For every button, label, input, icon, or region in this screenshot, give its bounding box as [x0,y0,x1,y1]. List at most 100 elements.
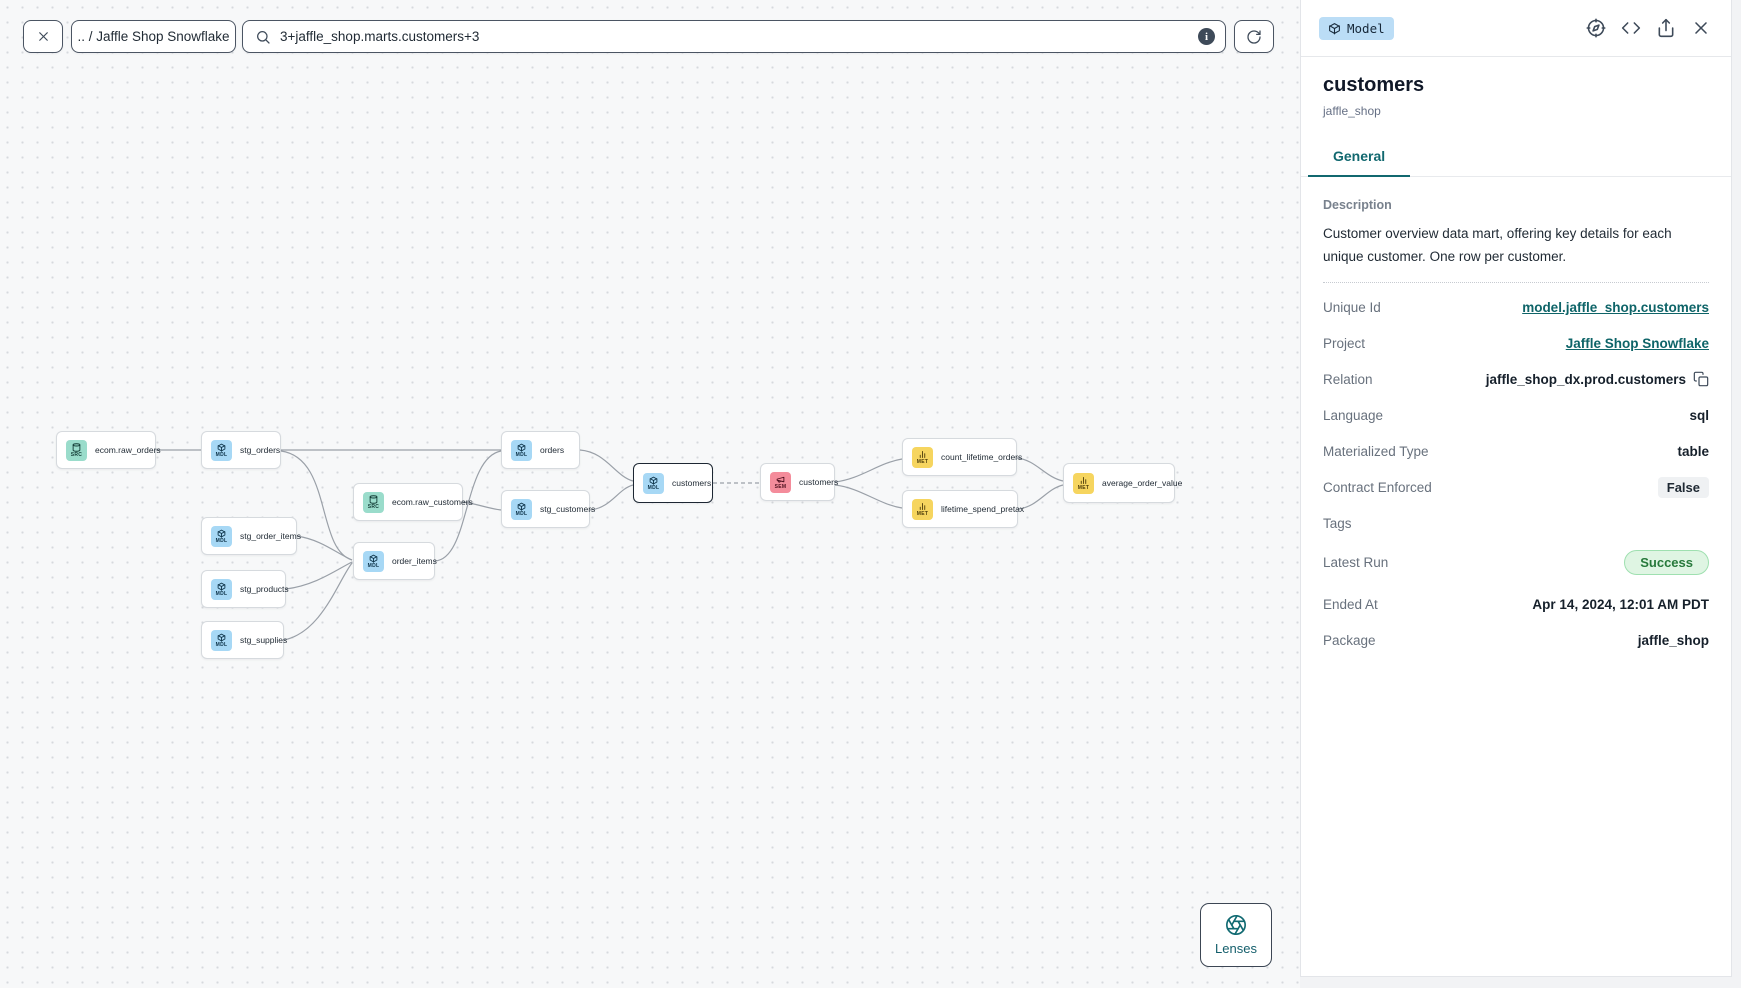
node-label: order_items [392,556,437,566]
field-label: Relation [1323,371,1373,387]
node-badge: MDL [215,537,228,544]
node-badge: MDL [515,510,528,517]
node-badge: MET [916,458,929,465]
aperture-icon [1226,915,1246,935]
share-icon [1658,18,1674,38]
model-icon: MDL [211,439,232,461]
refresh-button[interactable] [1234,20,1274,53]
node-badge: SEM [774,483,787,490]
close-icon [38,32,48,41]
copy-button[interactable] [1693,371,1709,387]
field-row-language: Language sql [1323,403,1709,427]
close-icon [1695,22,1707,34]
breadcrumb[interactable]: .. / Jaffle Shop Snowflake [71,20,236,53]
node-badge: MDL [215,641,228,648]
metric-icon: MET [912,498,933,520]
project-link[interactable]: Jaffle Shop Snowflake [1565,335,1709,351]
graph-node-stg-customers[interactable]: MDL stg_customers [501,490,595,528]
description-label: Description [1323,198,1392,212]
field-row-unique-id: Unique Id model.jaffle_shop.customers [1323,295,1709,319]
graph-node-average-order-value[interactable]: MET average_order_value [1063,463,1182,503]
contract-enforced-badge: False [1657,476,1709,498]
field-row-project: Project Jaffle Shop Snowflake [1323,331,1709,355]
node-label: lifetime_spend_pretax [941,504,1025,514]
lineage-canvas[interactable]: .. / Jaffle Shop Snowflake i SRC ecom.ra… [0,0,1300,988]
field-label: Materialized Type [1323,443,1429,459]
field-label: Contract Enforced [1323,479,1432,495]
semantic-model-icon: SEM [770,471,791,493]
field-row-relation: Relation jaffle_shop_dx.prod.customers [1323,367,1709,391]
search-icon [257,30,270,44]
node-label: stg_orders [240,445,281,455]
node-label: stg_customers [540,504,596,514]
node-badge: MDL [515,451,528,458]
breadcrumb-label: .. / Jaffle Shop Snowflake [77,29,230,44]
field-label: Project [1323,335,1366,351]
status-badge: Success [1624,550,1709,576]
node-label: stg_products [240,584,289,594]
field-row-materialized-type: Materialized Type table [1323,439,1709,463]
field-label: Package [1323,632,1376,648]
model-icon: MDL [211,629,232,651]
close-graph-button[interactable] [23,20,63,53]
unique-id-link[interactable]: model.jaffle_shop.customers [1522,299,1709,315]
model-icon: MDL [511,498,532,520]
graph-node-ecom-raw-orders[interactable]: SRC ecom.raw_orders [56,431,161,469]
graph-node-stg-orders[interactable]: MDL stg_orders [201,431,281,469]
graph-node-orders[interactable]: MDL orders [501,431,580,469]
node-badge: MET [916,510,929,517]
materialized-type-value: table [1677,443,1709,459]
node-label: ecom.raw_orders [95,445,161,455]
share-button[interactable] [1656,18,1676,38]
lineage-search[interactable]: i [242,20,1226,53]
graph-node-stg-products[interactable]: MDL stg_products [201,570,289,608]
model-icon: MDL [363,550,384,572]
code-icon [1621,22,1641,34]
field-label: Tags [1323,515,1352,531]
graph-node-stg-order-items[interactable]: MDL stg_order_items [201,517,301,555]
graph-node-customers-semantic[interactable]: SEM customers [760,463,839,501]
view-code-button[interactable] [1621,18,1641,38]
close-panel-button[interactable] [1691,18,1711,38]
relation-value: jaffle_shop_dx.prod.customers [1485,371,1686,387]
graph-node-lifetime-spend-pretax[interactable]: MET lifetime_spend_pretax [902,490,1024,528]
description-text: Customer overview data mart, offering ke… [1323,226,1672,264]
graph-node-customers-selected[interactable]: MDL customers [633,463,713,503]
graph-node-order-items[interactable]: MDL order_items [353,542,437,580]
explore-lineage-button[interactable] [1586,18,1606,38]
tab-general[interactable]: General [1308,139,1411,177]
refresh-icon [1247,29,1261,44]
metric-icon: MET [912,446,933,468]
info-icon[interactable]: i [1198,28,1215,45]
model-icon: MDL [211,525,232,547]
node-label: orders [540,445,565,455]
node-label: average_order_value [1102,478,1183,488]
node-badge: SRC [70,451,83,458]
field-label: Unique Id [1323,299,1381,315]
node-label: customers [799,477,839,487]
resource-type-badge[interactable]: Model [1319,16,1394,40]
divider [1323,282,1709,284]
field-label: Language [1323,407,1384,423]
node-label: customers [672,478,712,488]
package-value: jaffle_shop [1637,632,1709,648]
node-label: count_lifetime_orders [941,452,1023,462]
field-label: Ended At [1323,596,1378,612]
field-row-package: Package jaffle_shop [1323,628,1709,652]
node-badge: MDL [647,484,660,491]
details-panel: Model customers jaffle_sh [1300,0,1732,977]
node-badge: MDL [215,590,228,597]
panel-tabs: General [1301,139,1731,177]
page-title: customers [1323,74,1425,96]
field-row-ended-at: Ended At Apr 14, 2024, 12:01 AM PDT [1323,592,1709,616]
search-input[interactable] [280,29,1198,44]
graph-node-ecom-raw-customers[interactable]: SRC ecom.raw_customers [353,483,473,521]
node-badge: MDL [367,562,380,569]
graph-node-stg-supplies[interactable]: MDL stg_supplies [201,621,287,659]
node-badge: MDL [215,451,228,458]
lenses-button[interactable]: Lenses [1200,903,1272,967]
graph-node-count-lifetime-orders[interactable]: MET count_lifetime_orders [902,438,1022,476]
ended-at-value: Apr 14, 2024, 12:01 AM PDT [1532,596,1709,612]
cube-icon [1329,22,1340,34]
node-label: ecom.raw_customers [392,497,473,507]
